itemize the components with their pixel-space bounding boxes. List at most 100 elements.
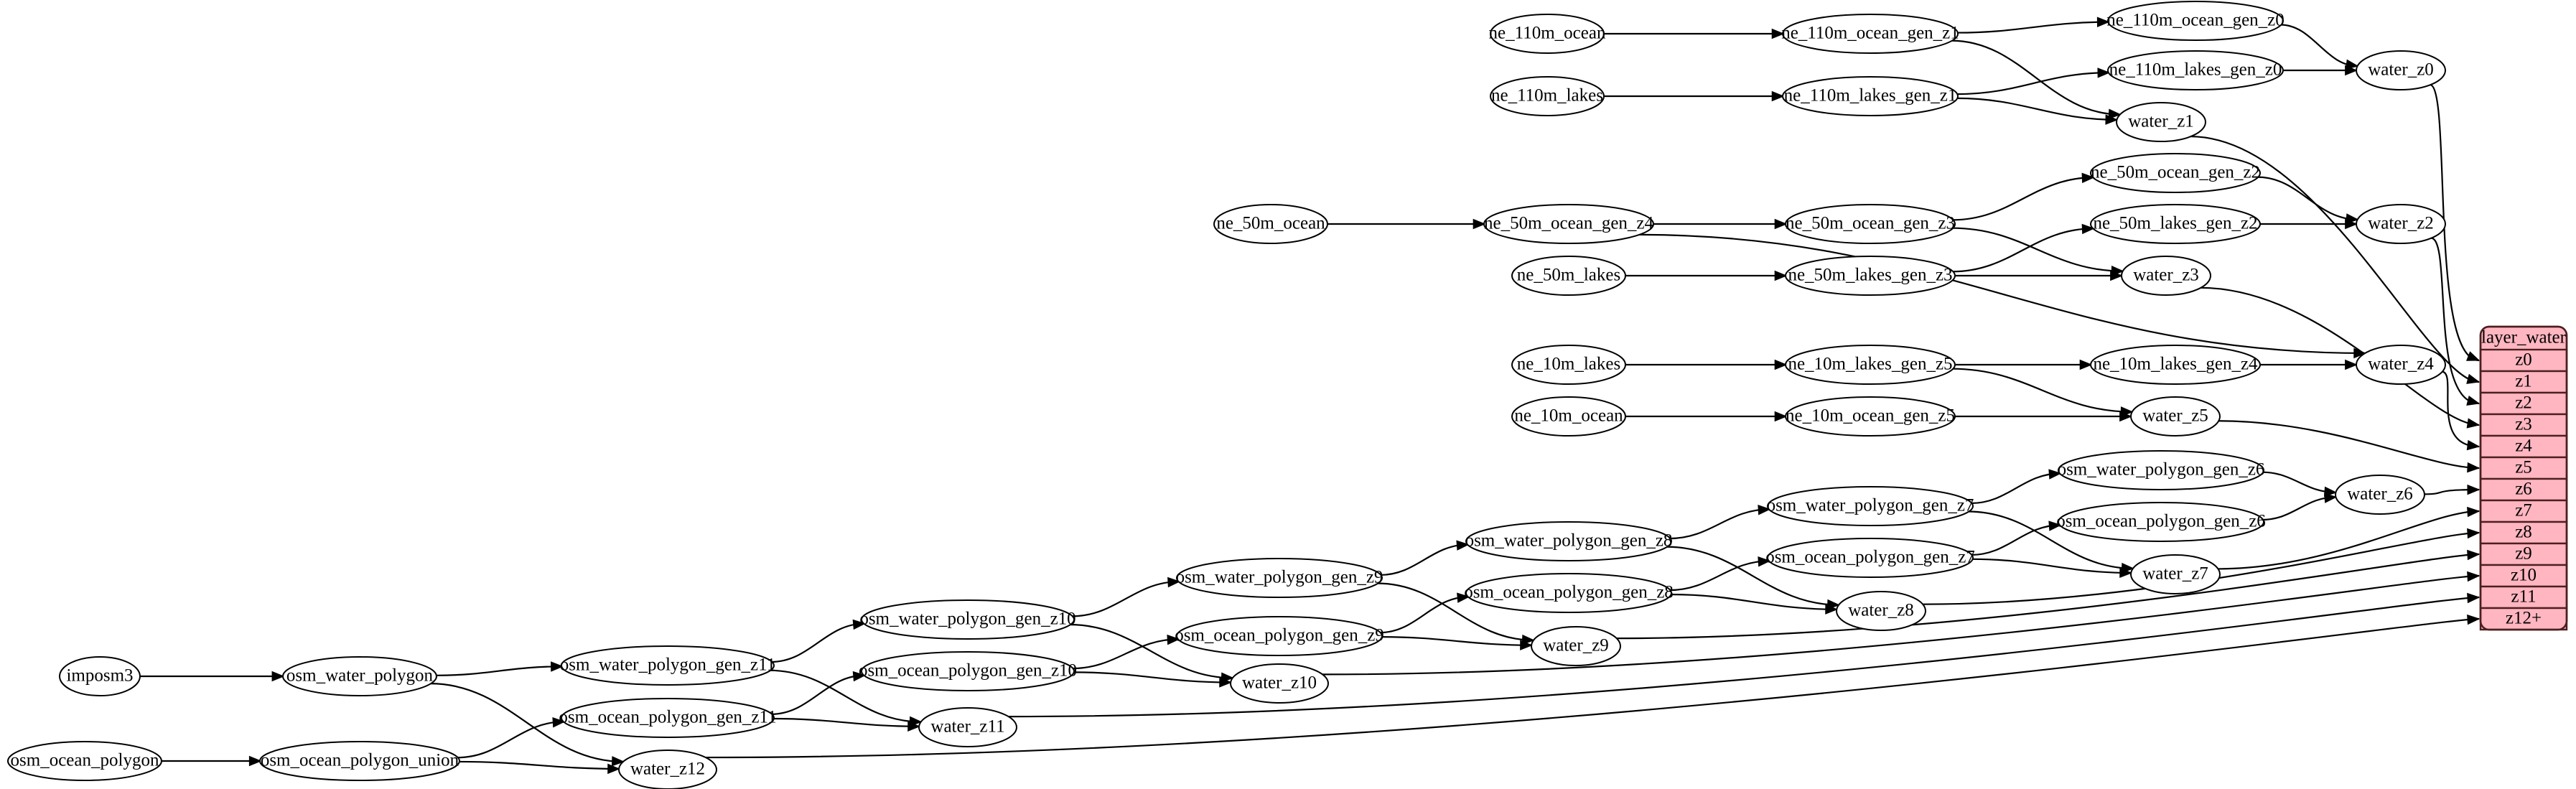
node-ellipse xyxy=(2090,153,2261,193)
layer-water-row-z1[interactable] xyxy=(2479,370,2568,394)
node-water_z4[interactable]: water_z4 xyxy=(2356,345,2446,385)
layer-water-row-label: z3 xyxy=(2515,415,2532,434)
node-label: imposm3 xyxy=(66,666,133,686)
edge-arrowhead xyxy=(2467,484,2481,495)
node-ne_50m_ocean[interactable]: ne_50m_ocean xyxy=(1213,204,1328,244)
node-imposm3[interactable]: imposm3 xyxy=(59,656,141,696)
node-label: ne_110m_ocean_gen_z0 xyxy=(2106,11,2285,30)
node-ne_10m_ocean[interactable]: ne_10m_ocean xyxy=(1511,396,1626,436)
node-ne_50m_ocean_gen_z2[interactable]: ne_50m_ocean_gen_z2 xyxy=(2090,153,2261,193)
node-ellipse xyxy=(1490,76,1605,116)
node-osm_ocean_polygon_gen_z10[interactable]: osm_ocean_polygon_gen_z10 xyxy=(859,651,1077,691)
node-ellipse xyxy=(1782,76,1959,116)
edge-osm_ocean_polygon_gen_z8-to-water_z8 xyxy=(1670,593,1837,610)
edge-arrowhead xyxy=(1771,28,1785,39)
edge-osm_ocean_polygon_gen_z11-to-osm_ocean_polygon_gen_z10 xyxy=(770,674,865,715)
node-water_z9[interactable]: water_z9 xyxy=(1531,626,1621,666)
node-ne_50m_lakes_gen_z3[interactable]: ne_50m_lakes_gen_z3 xyxy=(1785,256,1956,296)
node-ne_50m_lakes_gen_z2[interactable]: ne_50m_lakes_gen_z2 xyxy=(2090,204,2261,244)
node-water_z0[interactable]: water_z0 xyxy=(2356,50,2446,90)
node-water_z10[interactable]: water_z10 xyxy=(1230,663,1329,704)
edge-osm_ocean_polygon_gen_z9-to-osm_ocean_polygon_gen_z8 xyxy=(1379,596,1470,634)
node-osm_ocean_polygon_gen_z11[interactable]: osm_ocean_polygon_gen_z11 xyxy=(559,698,777,738)
node-ne_10m_lakes[interactable]: ne_10m_lakes xyxy=(1511,345,1626,385)
edge-arrowhead xyxy=(552,716,566,728)
node-ellipse xyxy=(1490,14,1605,54)
node-osm_water_polygon_gen_z9[interactable]: osm_water_polygon_gen_z9 xyxy=(1176,558,1383,598)
edge-arrowhead xyxy=(2465,351,2481,361)
edge-osm_water_polygon_gen_z7-to-water_z7 xyxy=(1967,510,2134,569)
layer-water-row-label: z12+ xyxy=(2506,609,2542,628)
node-label: water_z6 xyxy=(2347,485,2413,504)
node-osm_water_polygon_gen_z10[interactable]: osm_water_polygon_gen_z10 xyxy=(859,599,1076,640)
node-water_z8[interactable]: water_z8 xyxy=(1836,591,1926,631)
node-label: osm_ocean_polygon xyxy=(11,751,159,770)
edge-water_z6-to-layer_water_z6 xyxy=(2424,488,2480,495)
node-osm_ocean_polygon_gen_z9[interactable]: osm_ocean_polygon_gen_z9 xyxy=(1175,616,1384,656)
node-label: osm_ocean_polygon_gen_z10 xyxy=(859,661,1077,681)
node-ne_110m_lakes_gen_z0[interactable]: ne_110m_lakes_gen_z0 xyxy=(2107,50,2284,90)
node-osm_water_polygon[interactable]: osm_water_polygon xyxy=(282,656,437,696)
node-ellipse xyxy=(259,741,460,781)
node-water_z1[interactable]: water_z1 xyxy=(2116,102,2206,142)
node-water_z12[interactable]: water_z12 xyxy=(618,750,717,789)
node-ne_10m_lakes_gen_z5[interactable]: ne_10m_lakes_gen_z5 xyxy=(1785,345,1956,385)
node-label: ne_10m_ocean_gen_z5 xyxy=(1786,406,1955,426)
edge-water_z9-to-layer_water_z9 xyxy=(1616,553,2480,640)
node-osm_water_polygon_gen_z7[interactable]: osm_water_polygon_gen_z7 xyxy=(1767,486,1974,526)
node-ne_110m_lakes[interactable]: ne_110m_lakes xyxy=(1490,76,1605,116)
node-osm_water_polygon_gen_z8[interactable]: osm_water_polygon_gen_z8 xyxy=(1465,521,1673,561)
node-ne_10m_lakes_gen_z4[interactable]: ne_10m_lakes_gen_z4 xyxy=(2090,345,2261,385)
node-ellipse xyxy=(1176,558,1383,598)
node-water_z2[interactable]: water_z2 xyxy=(2356,204,2446,244)
node-osm_ocean_polygon_union[interactable]: osm_ocean_polygon_union xyxy=(259,741,460,781)
edge-water_z8-to-layer_water_z8 xyxy=(1922,531,2480,605)
node-water_z11[interactable]: water_z11 xyxy=(918,707,1017,747)
edge-arrowhead xyxy=(1774,218,1788,230)
node-osm_water_polygon_gen_z6[interactable]: osm_water_polygon_gen_z6 xyxy=(2058,450,2265,490)
node-label: osm_water_polygon_gen_z7 xyxy=(1767,496,1974,515)
node-ellipse xyxy=(2107,1,2284,41)
edge-water_z11-to-layer_water_z11 xyxy=(1007,596,2480,718)
node-osm_ocean_polygon[interactable]: osm_ocean_polygon xyxy=(7,741,162,781)
node-ellipse xyxy=(2356,204,2446,244)
layer-water-row-z11[interactable] xyxy=(2479,585,2568,610)
node-osm_water_polygon_gen_z11[interactable]: osm_water_polygon_gen_z11 xyxy=(560,645,775,686)
node-water_z7[interactable]: water_z7 xyxy=(2130,554,2221,594)
node-label: ne_50m_ocean_gen_z4 xyxy=(1484,214,1654,233)
node-label: water_z2 xyxy=(2368,214,2434,233)
edge-ne_110m_ocean_gen_z1-to-ne_110m_ocean_gen_z0 xyxy=(1956,21,2109,34)
node-ne_110m_ocean_gen_z0[interactable]: ne_110m_ocean_gen_z0 xyxy=(2106,1,2285,41)
edge-arrowhead xyxy=(1520,640,1534,650)
edge-osm_ocean_polygon_gen_z10-to-osm_ocean_polygon_gen_z9 xyxy=(1071,638,1180,670)
node-osm_ocean_polygon_gen_z6[interactable]: osm_ocean_polygon_gen_z6 xyxy=(2056,502,2266,542)
node-water_z6[interactable]: water_z6 xyxy=(2335,475,2425,515)
node-label: water_z7 xyxy=(2142,564,2208,584)
node-osm_ocean_polygon_gen_z8[interactable]: osm_ocean_polygon_gen_z8 xyxy=(1464,573,1674,613)
layer-water-row-z3[interactable] xyxy=(2479,413,2568,437)
node-ellipse xyxy=(861,599,1075,640)
node-osm_ocean_polygon_gen_z7[interactable]: osm_ocean_polygon_gen_z7 xyxy=(1765,538,1975,578)
node-label: osm_water_polygon_gen_z8 xyxy=(1465,531,1673,551)
edge-arrowhead xyxy=(1167,576,1181,588)
node-ne_110m_ocean_gen_z1[interactable]: ne_110m_ocean_gen_z1 xyxy=(1781,14,1959,54)
node-ellipse xyxy=(2107,50,2284,90)
node-water_z3[interactable]: water_z3 xyxy=(2121,256,2211,296)
layer-water-row-z7[interactable] xyxy=(2479,499,2568,523)
edge-ne_110m_lakes_gen_z1-to-water_z1 xyxy=(1956,97,2118,121)
node-label: water_z5 xyxy=(2142,406,2208,426)
node-ne_50m_lakes[interactable]: ne_50m_lakes xyxy=(1511,256,1626,296)
node-ne_50m_ocean_gen_z4[interactable]: ne_50m_ocean_gen_z4 xyxy=(1483,204,1654,244)
node-ne_10m_ocean_gen_z5[interactable]: ne_10m_ocean_gen_z5 xyxy=(1785,396,1956,436)
node-label: osm_ocean_polygon_gen_z11 xyxy=(559,708,776,727)
edge-arrowhead xyxy=(611,756,625,767)
edge-osm_water_polygon_gen_z9-to-osm_water_polygon_gen_z8 xyxy=(1379,543,1469,576)
node-label: ne_110m_lakes_gen_z1 xyxy=(1784,86,1957,106)
edge-osm_ocean_polygon_gen_z8-to-osm_ocean_polygon_gen_z7 xyxy=(1669,560,1770,592)
node-ne_50m_ocean_gen_z3[interactable]: ne_50m_ocean_gen_z3 xyxy=(1785,204,1956,244)
edge-water_z12-to-layer_water_z12_ xyxy=(705,617,2480,759)
node-water_z5[interactable]: water_z5 xyxy=(2130,396,2221,436)
node-ne_110m_lakes_gen_z1[interactable]: ne_110m_lakes_gen_z1 xyxy=(1782,76,1959,116)
node-ne_110m_ocean[interactable]: ne_110m_ocean xyxy=(1489,14,1606,54)
